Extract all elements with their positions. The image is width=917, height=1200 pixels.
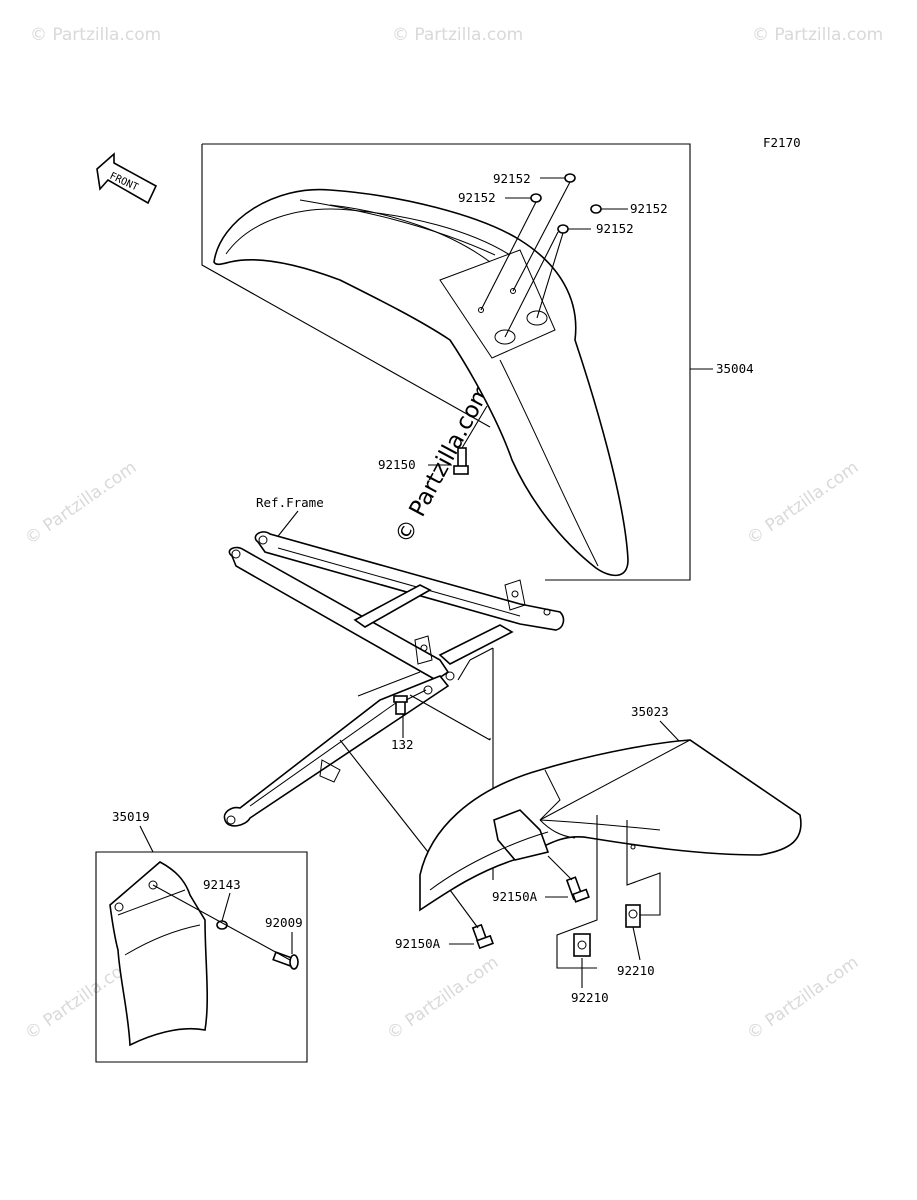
part-label-132: 132 <box>391 737 414 752</box>
front-fender <box>213 188 629 577</box>
part-label-92152: 92152 <box>596 221 634 236</box>
part-label-92009: 92009 <box>265 915 303 930</box>
clip-92210 <box>556 815 598 969</box>
watermark: © Partzilla.com <box>743 952 862 1044</box>
ref-frame-label: Ref.Frame <box>256 495 324 510</box>
mudflap-group: 35019 92143 92009 <box>95 809 308 1063</box>
rear-fender-group: 35023 <box>339 647 802 912</box>
part-label-92150: 92150 <box>378 457 416 472</box>
front-fender-group: 35004 92152 92152 92152 92152 <box>201 143 754 581</box>
clip-92210 <box>625 820 661 928</box>
washer-92152 <box>530 193 542 203</box>
watermark: © Partzilla.com <box>21 457 140 549</box>
part-label-92152: 92152 <box>458 190 496 205</box>
bolt-92150A <box>471 923 494 950</box>
watermark: © Partzilla.com <box>383 952 502 1044</box>
part-label-92152: 92152 <box>493 171 531 186</box>
front-arrow-icon: FRONT <box>96 152 158 205</box>
part-label-35004: 35004 <box>716 361 754 376</box>
bolt-92150A <box>565 876 590 903</box>
watermark: © Partzilla.com <box>743 457 862 549</box>
part-label-35019: 35019 <box>112 809 150 824</box>
watermark: © Partzilla.com <box>392 25 523 45</box>
part-label-92143: 92143 <box>203 877 241 892</box>
part-label-92210: 92210 <box>617 963 655 978</box>
bolt-132 <box>393 695 408 715</box>
watermark: © Partzilla.com <box>30 25 161 45</box>
mudflap <box>109 861 209 1047</box>
part-label-35023: 35023 <box>631 704 669 719</box>
figure-code: F2170 <box>763 135 801 150</box>
screw-92009 <box>272 951 299 970</box>
washer-92152 <box>590 204 602 214</box>
part-label-92210: 92210 <box>571 990 609 1005</box>
washer-92152 <box>557 224 569 234</box>
subframe <box>223 531 565 827</box>
watermark: © Partzilla.com <box>752 25 883 45</box>
part-label-92152: 92152 <box>630 201 668 216</box>
part-label-92150A: 92150A <box>492 889 538 904</box>
part-label-92150A: 92150A <box>395 936 441 951</box>
washer-92152 <box>564 173 576 183</box>
